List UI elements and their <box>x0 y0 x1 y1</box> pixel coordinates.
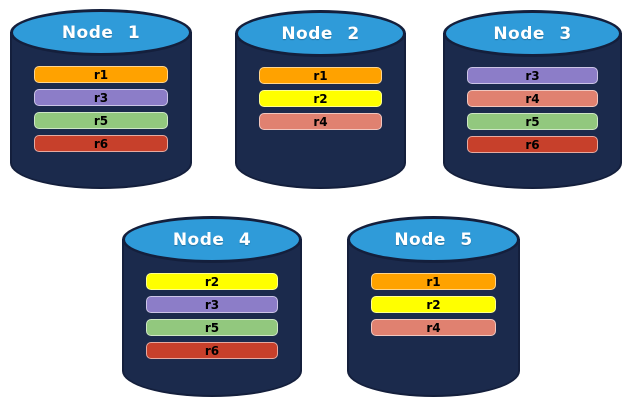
node-title: Node 4 <box>172 229 252 250</box>
cylinder-top: Node 5 <box>347 216 520 263</box>
cylinder-top: Node 3 <box>443 10 622 57</box>
replica-bar-r3: r3 <box>467 67 598 84</box>
cylinder-top: Node 4 <box>122 216 302 263</box>
replica-list: r1 r2 r4 <box>259 67 382 130</box>
replica-list: r2 r3 r5 r6 <box>146 273 278 359</box>
replica-bar-r2: r2 <box>371 296 496 313</box>
cylinder-body <box>443 33 622 189</box>
cylinder-body <box>122 239 302 397</box>
replica-bar-r5: r5 <box>146 319 278 336</box>
replica-bar-r6: r6 <box>34 135 168 152</box>
replica-bar-r5: r5 <box>34 112 168 129</box>
db-node-5: Node 5 r1 r2 r4 <box>347 216 520 397</box>
replica-bar-r6: r6 <box>146 342 278 359</box>
replica-list: r1 r2 r4 <box>371 273 496 336</box>
replica-bar-r1: r1 <box>259 67 382 84</box>
replica-bar-r6: r6 <box>467 136 598 153</box>
replica-bar-r3: r3 <box>34 89 168 106</box>
replica-bar-r2: r2 <box>259 90 382 107</box>
replica-list: r1 r3 r5 r6 <box>34 66 168 152</box>
replica-bar-r5: r5 <box>467 113 598 130</box>
node-title: Node 1 <box>61 22 141 43</box>
replica-bar-r4: r4 <box>259 113 382 130</box>
replica-list: r3 r4 r5 r6 <box>467 67 598 153</box>
cylinder-top: Node 2 <box>235 10 406 57</box>
cylinder-body <box>10 32 192 189</box>
cylinder-body <box>235 33 406 189</box>
replica-bar-r3: r3 <box>146 296 278 313</box>
db-node-3: Node 3 r3 r4 r5 r6 <box>443 10 622 189</box>
db-node-2: Node 2 r1 r2 r4 <box>235 10 406 189</box>
replica-bar-r1: r1 <box>371 273 496 290</box>
node-title: Node 3 <box>493 23 572 44</box>
db-node-1: Node 1 r1 r3 r5 r6 <box>10 9 192 189</box>
cylinder-top: Node 1 <box>10 9 192 56</box>
replica-bar-r4: r4 <box>467 90 598 107</box>
node-title: Node 2 <box>281 23 360 44</box>
replica-bar-r1: r1 <box>34 66 168 83</box>
replica-bar-r2: r2 <box>146 273 278 290</box>
replica-bar-r4: r4 <box>371 319 496 336</box>
db-node-4: Node 4 r2 r3 r5 r6 <box>122 216 302 397</box>
node-title: Node 5 <box>394 229 473 250</box>
cylinder-body <box>347 239 520 397</box>
